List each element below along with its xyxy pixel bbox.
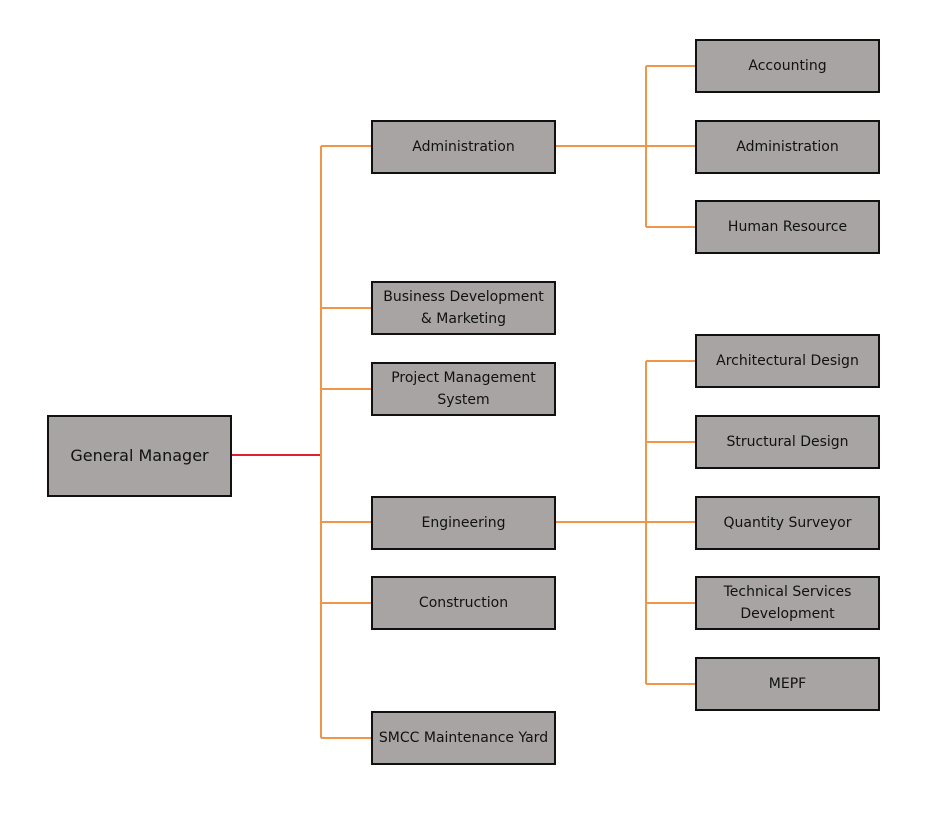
- general-manager-label: General Manager: [70, 446, 209, 465]
- architectural-design-label: Architectural Design: [716, 353, 859, 369]
- construction-box: Construction: [371, 576, 556, 630]
- admin-unit-label: Administration: [736, 139, 839, 155]
- human-resource-box: Human Resource: [695, 200, 880, 254]
- mepf-box: MEPF: [695, 657, 880, 711]
- mepf-label: MEPF: [768, 676, 807, 692]
- maintenance-yard-box: SMCC Maintenance Yard: [371, 711, 556, 765]
- administration-box: Administration: [371, 120, 556, 174]
- accounting-label: Accounting: [748, 58, 827, 74]
- accounting-box: Accounting: [695, 39, 880, 93]
- technical-services-box: Technical Services Development: [695, 576, 880, 630]
- admin-unit-box: Administration: [695, 120, 880, 174]
- engineering-label: Engineering: [421, 515, 506, 531]
- engineering-box: Engineering: [371, 496, 556, 550]
- quantity-surveyor-box: Quantity Surveyor: [695, 496, 880, 550]
- business-development-label: Business Development & Marketing: [383, 289, 544, 327]
- structural-design-box: Structural Design: [695, 415, 880, 469]
- general-manager-box: General Manager: [47, 415, 232, 497]
- architectural-design-box: Architectural Design: [695, 334, 880, 388]
- quantity-surveyor-label: Quantity Surveyor: [723, 515, 852, 531]
- business-development-box: Business Development & Marketing: [371, 281, 556, 335]
- project-management-label: Project Management System: [391, 370, 536, 408]
- construction-label: Construction: [418, 595, 509, 611]
- project-management-box: Project Management System: [371, 362, 556, 416]
- human-resource-label: Human Resource: [727, 219, 848, 235]
- administration-label: Administration: [412, 139, 515, 155]
- maintenance-yard-label: SMCC Maintenance Yard: [378, 730, 549, 746]
- structural-design-label: Structural Design: [726, 434, 849, 450]
- technical-services-label: Technical Services Development: [723, 584, 852, 622]
